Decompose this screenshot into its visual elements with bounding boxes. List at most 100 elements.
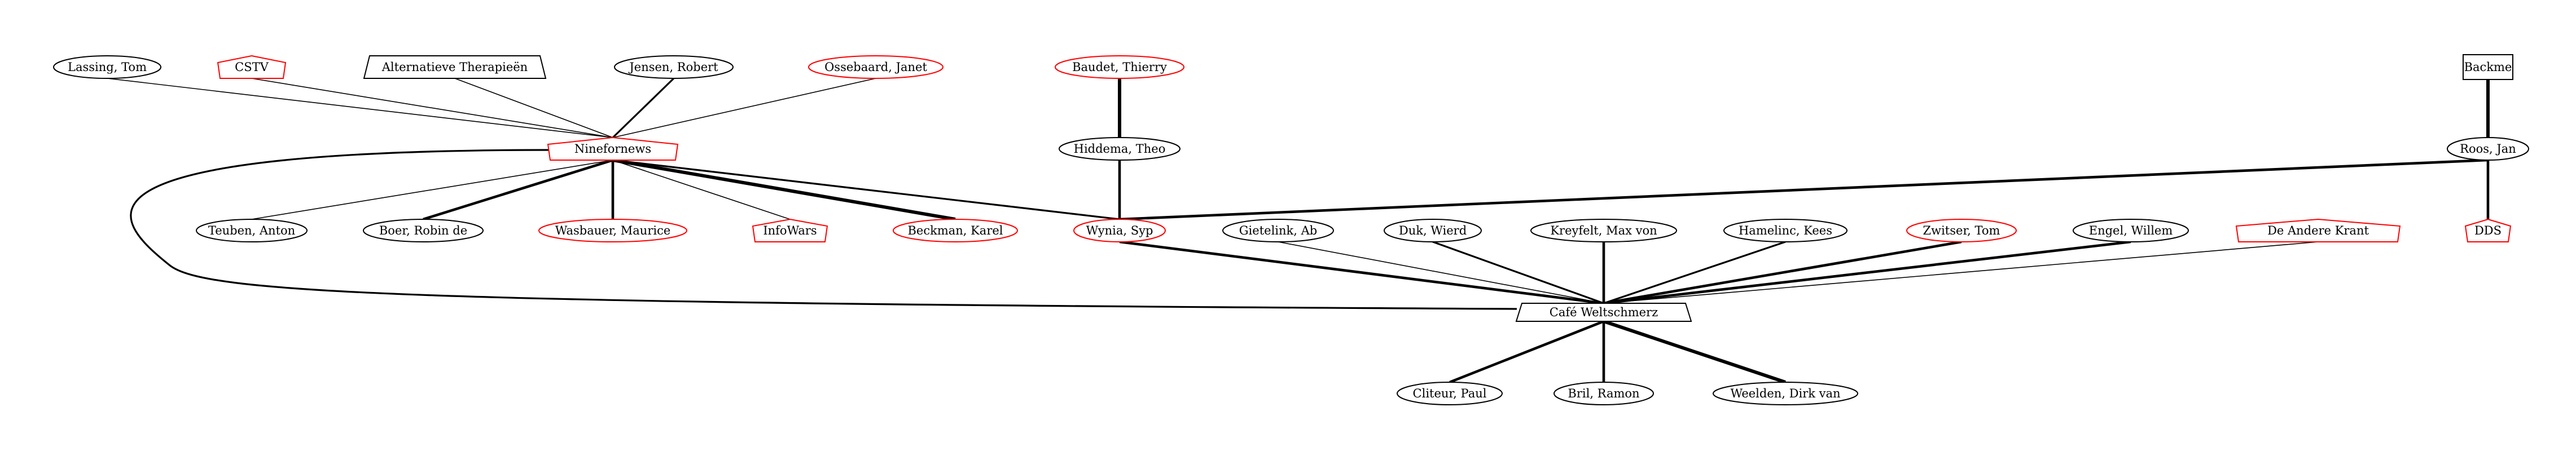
edge-lassing-to-ninefornews	[107, 78, 613, 138]
node-cafe[interactable]: Café Weltschmerz	[1515, 303, 1692, 322]
node-backme[interactable]: Backme	[2463, 54, 2513, 80]
edge-cafe-to-cliteur	[1449, 320, 1604, 384]
node-wynia-shape	[1073, 219, 1166, 242]
node-cliteur-label: Cliteur, Paul	[1413, 387, 1487, 400]
node-zwitser-label: Zwitser, Tom	[1923, 224, 2000, 237]
edge-ninefornews-to-boer	[423, 158, 613, 221]
node-dds-label: DDS	[2474, 224, 2502, 237]
node-ninefornews[interactable]: Ninefornews	[547, 136, 679, 161]
node-cliteur-shape	[1397, 382, 1503, 405]
node-kreyfelt-shape	[1530, 219, 1677, 242]
node-lassing-shape	[53, 55, 161, 79]
node-hiddema-shape	[1059, 137, 1181, 161]
node-hiddema[interactable]: Hiddema, Theo	[1059, 137, 1181, 161]
node-duk-label: Duk, Wierd	[1399, 224, 1467, 237]
node-hiddema-label: Hiddema, Theo	[1074, 142, 1166, 156]
edge-ninefornews-to-beckman	[612, 158, 956, 221]
node-teuben[interactable]: Teuben, Anton	[196, 219, 308, 242]
node-andere[interactable]: De Andere Krant	[2235, 218, 2401, 242]
node-wasbauer[interactable]: Wasbauer, Maurice	[538, 219, 687, 242]
edge-hamelinc-to-cafe	[1603, 241, 1786, 304]
node-engel-label: Engel, Willem	[2089, 224, 2173, 237]
node-teuben-shape	[196, 219, 308, 242]
node-cstv-label: CSTV	[235, 60, 269, 74]
edge-wynia-to-cafe	[1119, 240, 1604, 305]
node-lassing[interactable]: Lassing, Tom	[53, 55, 161, 79]
node-backme-label: Backme	[2464, 60, 2512, 74]
edge-gietelink-to-cafe	[1278, 241, 1604, 304]
edge-zwitser-to-cafe	[1603, 240, 1962, 305]
edge-ninefornews-to-cafe	[130, 149, 1517, 310]
node-duk[interactable]: Duk, Wierd	[1384, 219, 1482, 242]
node-zwitser[interactable]: Zwitser, Tom	[1906, 219, 2017, 242]
node-ninefornews-label: Ninefornews	[574, 142, 651, 156]
node-dds-shape	[2464, 218, 2512, 242]
node-jensen[interactable]: Jensen, Robert	[614, 55, 734, 79]
node-duk-shape	[1384, 219, 1482, 242]
edge-ninefornews-to-wynia	[612, 159, 1120, 220]
edge-jensen-to-ninefornews	[612, 77, 675, 139]
edge-ninefornews-to-teuben	[251, 160, 613, 220]
node-bril-shape	[1554, 382, 1654, 405]
node-zwitser-shape	[1906, 219, 2017, 242]
node-infowars-label: InfoWars	[763, 224, 817, 237]
edge-andere-to-cafe	[1603, 241, 2319, 304]
node-roos[interactable]: Roos, Jan	[2447, 137, 2529, 161]
node-jensen-shape	[614, 55, 734, 79]
node-bril-label: Bril, Ramon	[1568, 387, 1639, 400]
node-andere-shape	[2235, 218, 2401, 242]
node-boer[interactable]: Boer, Robin de	[363, 219, 484, 242]
edge-roos-to-wynia	[1119, 158, 2489, 221]
node-backme-shape	[2463, 54, 2513, 80]
edge-cafe-to-weelden	[1603, 320, 1786, 384]
node-jensen-label: Jensen, Robert	[628, 60, 718, 74]
node-cafe-label: Café Weltschmerz	[1550, 306, 1658, 319]
node-wasbauer-shape	[538, 219, 687, 242]
node-teuben-label: Teuben, Anton	[208, 224, 295, 237]
edge-engel-to-cafe	[1603, 240, 2131, 305]
node-roos-shape	[2447, 137, 2529, 161]
node-kreyfelt[interactable]: Kreyfelt, Max von	[1530, 219, 1677, 242]
node-weelden-label: Weelden, Dirk van	[1730, 387, 1840, 400]
node-gietelink[interactable]: Gietelink, Ab	[1222, 219, 1334, 242]
node-wasbauer-label: Wasbauer, Maurice	[555, 224, 671, 237]
node-weelden[interactable]: Weelden, Dirk van	[1713, 382, 1858, 405]
node-gietelink-shape	[1222, 219, 1334, 242]
edge-alt-to-ninefornews	[454, 78, 613, 138]
node-ossebaard-label: Ossebaard, Janet	[824, 60, 927, 74]
node-beckman[interactable]: Beckman, Karel	[893, 219, 1018, 242]
node-baudet-label: Baudet, Thierry	[1072, 60, 1167, 74]
node-alt-label: Alternatieve Therapieën	[381, 60, 528, 74]
node-engel[interactable]: Engel, Willem	[2073, 219, 2189, 242]
edge-duk-to-cafe	[1432, 241, 1604, 304]
node-infowars-shape	[752, 218, 828, 242]
node-roos-label: Roos, Jan	[2460, 142, 2516, 156]
node-hamelinc-label: Hamelinc, Kees	[1739, 224, 1832, 237]
node-ossebaard-shape	[808, 55, 943, 79]
node-alt[interactable]: Alternatieve Therapieën	[363, 55, 547, 79]
node-baudet[interactable]: Baudet, Thierry	[1055, 55, 1184, 79]
node-baudet-shape	[1055, 55, 1184, 79]
node-wynia-label: Wynia, Syp	[1086, 224, 1153, 237]
node-cliteur[interactable]: Cliteur, Paul	[1397, 382, 1503, 405]
edge-ossebaard-to-ninefornews	[612, 78, 876, 138]
node-cstv[interactable]: CSTV	[217, 55, 287, 79]
edge-cstv-to-ninefornews	[251, 78, 613, 138]
node-infowars[interactable]: InfoWars	[752, 218, 828, 242]
edge-ninefornews-to-infowars	[612, 160, 791, 220]
node-hamelinc-shape	[1723, 219, 1847, 242]
node-alt-shape	[363, 55, 547, 79]
node-gietelink-label: Gietelink, Ab	[1239, 224, 1317, 237]
node-ossebaard[interactable]: Ossebaard, Janet	[808, 55, 943, 79]
node-bril[interactable]: Bril, Ramon	[1554, 382, 1654, 405]
node-weelden-shape	[1713, 382, 1858, 405]
node-wynia[interactable]: Wynia, Syp	[1073, 219, 1166, 242]
node-andere-label: De Andere Krant	[2267, 224, 2369, 237]
node-ninefornews-shape	[547, 136, 679, 161]
node-kreyfelt-label: Kreyfelt, Max von	[1550, 224, 1657, 237]
node-boer-shape	[363, 219, 484, 242]
node-dds[interactable]: DDS	[2464, 218, 2512, 242]
node-engel-shape	[2073, 219, 2189, 242]
node-hamelinc[interactable]: Hamelinc, Kees	[1723, 219, 1847, 242]
